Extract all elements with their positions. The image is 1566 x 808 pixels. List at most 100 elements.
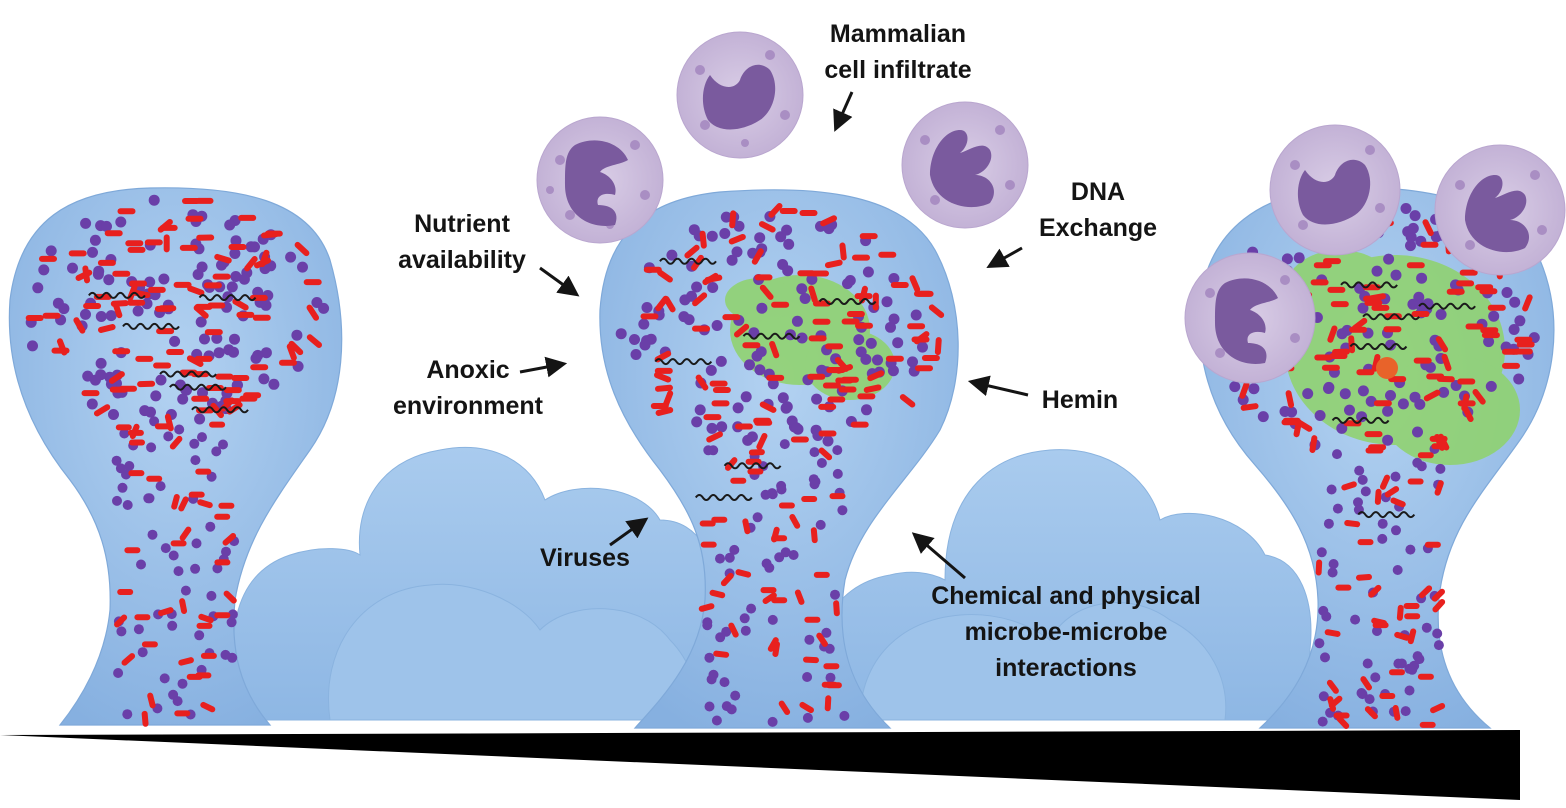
rod xyxy=(1327,286,1346,293)
rod xyxy=(82,265,91,284)
coccus xyxy=(1302,388,1314,400)
coccus xyxy=(117,482,128,493)
coccus xyxy=(133,624,144,635)
coccus xyxy=(205,521,216,532)
rod xyxy=(722,314,741,321)
rod xyxy=(127,246,146,253)
rod xyxy=(1431,588,1445,602)
gradient-wedge xyxy=(0,730,1520,800)
rod xyxy=(174,710,191,717)
coccus xyxy=(1414,398,1426,410)
rod xyxy=(1239,381,1250,399)
coccus xyxy=(92,268,104,280)
coccus xyxy=(1416,272,1428,284)
coccus xyxy=(691,281,703,293)
rod xyxy=(1419,721,1436,728)
coccus xyxy=(1390,269,1402,281)
coccus xyxy=(1332,503,1343,514)
rod xyxy=(1368,584,1382,598)
rod xyxy=(1344,519,1361,528)
rod xyxy=(153,362,172,369)
rod xyxy=(789,514,801,529)
coccus xyxy=(1501,287,1513,298)
rod xyxy=(144,239,163,246)
rod xyxy=(742,518,751,535)
phage xyxy=(1357,511,1416,519)
coccus xyxy=(124,461,135,471)
rod xyxy=(712,387,731,393)
coccus xyxy=(796,283,808,295)
rod xyxy=(855,322,873,329)
coccus xyxy=(252,349,264,361)
rod xyxy=(1487,304,1506,311)
coccus xyxy=(721,626,732,637)
rod xyxy=(829,493,846,500)
rod xyxy=(279,359,297,366)
coccus xyxy=(1433,640,1444,651)
rod xyxy=(760,587,777,594)
rod xyxy=(187,285,205,296)
arrow-icon xyxy=(911,532,966,580)
rod xyxy=(810,527,818,544)
phage xyxy=(191,406,249,414)
coccus xyxy=(224,219,236,231)
coccus xyxy=(67,262,78,274)
coccus xyxy=(1396,658,1407,669)
coccus xyxy=(688,224,700,236)
rod xyxy=(1379,474,1391,490)
coccus xyxy=(751,350,763,362)
coccus xyxy=(767,489,778,500)
coccus xyxy=(791,422,802,434)
rod xyxy=(25,315,44,321)
rod xyxy=(767,637,779,652)
coccus xyxy=(169,335,181,347)
coccus xyxy=(1327,567,1338,578)
coccus xyxy=(1293,252,1305,264)
rod xyxy=(1371,617,1387,627)
rod xyxy=(1422,219,1434,236)
coccus xyxy=(218,439,228,450)
rod xyxy=(854,293,873,300)
rod xyxy=(137,380,156,388)
neutrophil-icon xyxy=(1269,124,1401,256)
rod xyxy=(214,612,231,619)
rod xyxy=(125,240,144,247)
rod xyxy=(818,447,833,461)
rod xyxy=(171,493,180,510)
coccus xyxy=(615,328,627,340)
rod xyxy=(934,337,942,356)
coccus xyxy=(767,716,778,727)
rod xyxy=(692,325,710,332)
coccus xyxy=(86,398,98,410)
rod xyxy=(196,234,215,241)
rod xyxy=(286,343,297,361)
coccus xyxy=(799,293,811,304)
coccus xyxy=(197,387,208,399)
coccus xyxy=(821,627,832,638)
coccus xyxy=(1257,411,1269,423)
rod xyxy=(684,244,700,259)
neutrophil-icon xyxy=(1434,144,1566,276)
coccus xyxy=(105,310,117,322)
coccus xyxy=(1314,638,1325,649)
rod xyxy=(909,275,921,293)
coccus xyxy=(888,313,900,325)
rod xyxy=(173,281,192,288)
coccus xyxy=(1421,622,1432,633)
arrow-icon xyxy=(986,246,1023,269)
arrow-icon xyxy=(609,517,649,547)
rod xyxy=(169,435,183,450)
rod xyxy=(657,269,673,283)
rod xyxy=(859,233,878,240)
coccus xyxy=(168,550,179,561)
coccus xyxy=(639,339,651,351)
rod xyxy=(911,336,930,343)
rod xyxy=(1406,262,1425,269)
rod xyxy=(185,215,204,222)
coccus xyxy=(830,589,840,600)
coccus xyxy=(706,230,718,242)
rod xyxy=(759,401,777,413)
coccus xyxy=(704,652,715,663)
coccus xyxy=(754,364,766,376)
rod xyxy=(195,197,214,204)
